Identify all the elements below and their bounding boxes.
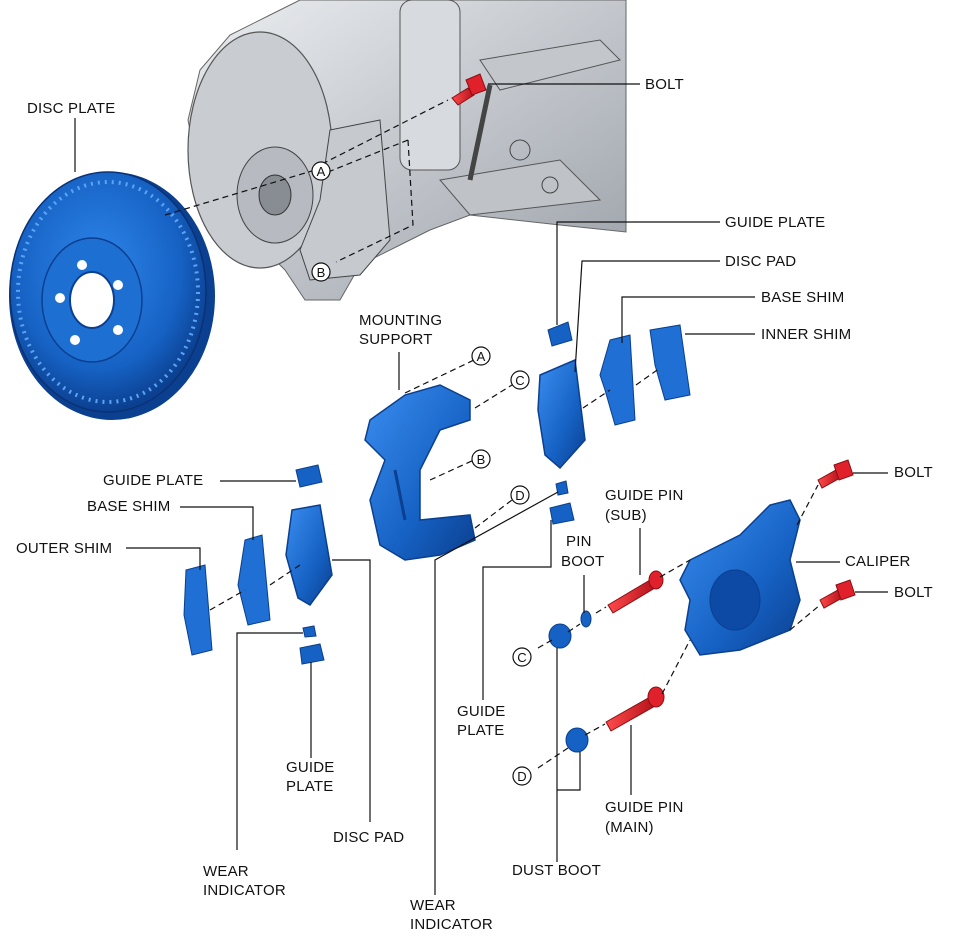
label-mounting-support-line2: SUPPORT [359, 331, 433, 348]
marker-d-boot-text: D [517, 769, 526, 784]
marker-a-support: A [471, 346, 491, 366]
marker-c-boot: C [512, 647, 532, 667]
label-wear-indicator-inner-line2: INDICATOR [410, 916, 493, 933]
leader-lines [74, 83, 888, 895]
label-outer-shim: OUTER SHIM [16, 540, 113, 557]
label-inner-shim: INNER SHIM [761, 326, 852, 343]
marker-a-upper-text: A [317, 164, 326, 179]
dust-boot-lower-part [565, 727, 589, 753]
marker-c-boot-text: C [517, 650, 526, 665]
label-mounting-support-line1: MOUNTING [359, 312, 443, 329]
marker-d-support: D [510, 485, 530, 505]
disc-plate-part [9, 171, 215, 420]
base-shim-inner-part [599, 334, 636, 426]
label-dust-boot: DUST BOOT [512, 862, 602, 879]
label-disc-plate: DISC PLATE [27, 100, 116, 117]
bolt-caliper-lower-part [819, 579, 856, 609]
label-guide-plate-outer: GUIDE PLATE [103, 472, 204, 489]
caliper-part [679, 499, 801, 656]
label-guide-pin-main-line2: (MAIN) [605, 819, 654, 836]
marker-b-upper: B [311, 262, 331, 282]
bolt-top-part [451, 73, 487, 106]
label-guide-plate-lower-line1: GUIDE [286, 759, 335, 776]
label-bolt-top: BOLT [645, 76, 684, 93]
disc-pad-inner-part [537, 358, 586, 470]
label-disc-pad-inner: DISC PAD [725, 253, 797, 270]
marker-a-support-text: A [477, 349, 486, 364]
dust-boot-upper-part [548, 623, 572, 649]
label-guide-plate-center-line1: GUIDE [457, 703, 506, 720]
label-guide-pin-main-line1: GUIDE PIN [605, 799, 684, 816]
marker-b-support-text: B [477, 452, 486, 467]
label-pin-boot-line2: BOOT [561, 553, 605, 570]
label-wear-indicator-outer-line1: WEAR [203, 863, 249, 880]
marker-b-support: B [471, 449, 491, 469]
guide-plate-outer-part [295, 464, 323, 488]
marker-d-support-text: D [515, 488, 524, 503]
mounting-support-part [364, 384, 476, 561]
label-bolt-caliper-lower: BOLT [894, 584, 933, 601]
marker-c-support-text: C [515, 373, 524, 388]
label-guide-plate-lower-line2: PLATE [286, 778, 334, 795]
label-wear-indicator-outer-line2: INDICATOR [203, 882, 286, 899]
marker-b-upper-text: B [317, 265, 326, 280]
guide-pin-sub-part [607, 570, 664, 614]
outer-shim-part [183, 564, 213, 656]
label-bolt-caliper-upper: BOLT [894, 464, 933, 481]
guide-plate-inner-part [547, 321, 573, 347]
bolt-caliper-upper-part [817, 459, 854, 489]
label-pin-boot-line1: PIN [566, 533, 592, 550]
label-guide-plate-inner: GUIDE PLATE [725, 214, 826, 231]
marker-a-upper: A [311, 161, 331, 181]
suspension-knuckle-assembly [187, 0, 627, 301]
assembly-dashed-lines [164, 99, 821, 769]
marker-d-boot: D [512, 766, 532, 786]
label-guide-pin-sub-line2: (SUB) [605, 507, 647, 524]
disc-pad-outer-part [285, 504, 333, 606]
guide-pin-main-part [605, 686, 665, 732]
label-base-shim-inner: BASE SHIM [761, 289, 845, 306]
label-wear-indicator-inner-line1: WEAR [410, 897, 456, 914]
wear-indicator-inner-part [555, 480, 569, 496]
pin-boot-part [580, 610, 592, 628]
inner-shim-part [649, 324, 691, 401]
marker-c-support: C [510, 370, 530, 390]
label-caliper: CALIPER [845, 553, 911, 570]
label-guide-pin-sub-line1: GUIDE PIN [605, 487, 684, 504]
label-disc-pad-outer: DISC PAD [333, 829, 405, 846]
guide-plate-center-part [549, 502, 575, 525]
base-shim-outer-part [237, 534, 271, 626]
label-guide-plate-center-line2: PLATE [457, 722, 505, 739]
label-base-shim-outer: BASE SHIM [87, 498, 171, 515]
wear-indicator-outer-part [302, 625, 317, 638]
guide-plate-lower-part [299, 643, 325, 665]
